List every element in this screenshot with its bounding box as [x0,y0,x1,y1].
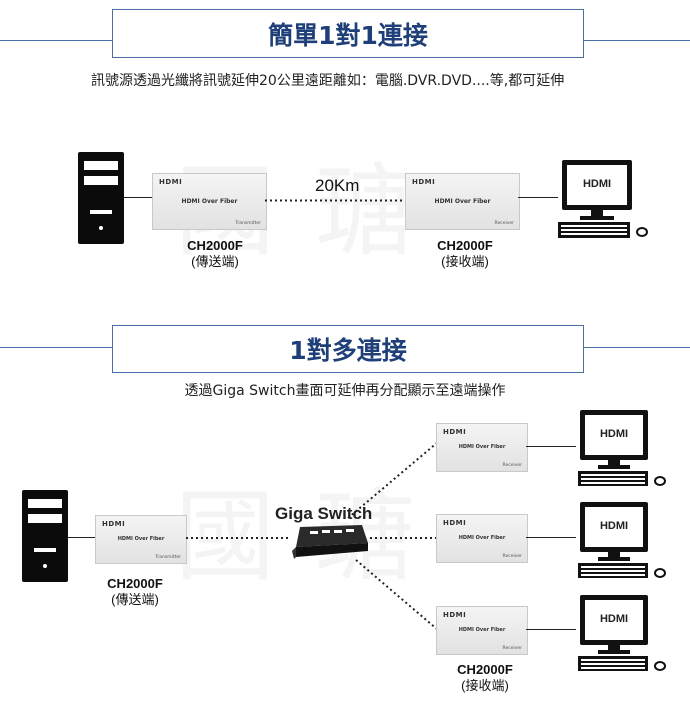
receiver-device: HDMI HDMI Over Fiber Receiver [405,173,520,230]
section1-title: 簡單1對1連接 [112,9,584,58]
hdmi-logo: HDMI [443,519,467,527]
transmitter-model-label: (傳送端) [191,254,239,269]
device-role: Receiver [502,554,522,559]
monitor-screen-text: HDMI [599,613,629,625]
transmitter-model: CH2000F (傳送端) [160,238,270,270]
device-name: HDMI Over Fiber [458,535,506,541]
monitor-screen-text: HDMI [599,428,629,440]
pc-tower-icon [78,152,124,244]
monitor-cable [526,446,576,447]
hdmi-logo: HDMI [102,520,126,528]
section1-rule-right [582,40,690,41]
giga-switch-icon [292,525,368,559]
device-name: HDMI Over Fiber [458,444,506,450]
monitor-icon [558,160,648,238]
receiver-model-label: (接收端) [441,254,489,269]
fiber-link [265,199,405,202]
distance-label: 20Km [315,176,360,195]
receiver-model: CH2000F (接收端) [430,662,540,694]
receiver-model-label: (接收端) [461,678,509,693]
monitor-cable [526,629,576,630]
pc-cable [68,537,96,538]
receiver-model: CH2000F (接收端) [410,238,520,270]
device-role: Receiver [502,646,522,651]
receiver-model-name: CH2000F [457,662,513,677]
section2-title: 1對多連接 [112,325,584,373]
monitor-icon: HDMI [578,410,673,490]
receiver-model-name: CH2000F [437,238,493,253]
monitor-screen-text: HDMI [582,178,612,190]
hdmi-logo: HDMI [443,428,467,436]
device-role: Receiver [494,221,514,226]
monitor-icon [578,595,666,671]
transmitter-model-name: CH2000F [107,576,163,591]
device-role: Transmitter [155,555,181,560]
transmitter-device: HDMI HDMI Over Fiber Transmitter [95,515,187,564]
monitor-screen-text: HDMI [599,520,629,532]
giga-switch-label: Giga Switch [275,504,373,523]
hdmi-logo: HDMI [412,178,436,186]
transmitter-model: CH2000F (傳送端) [85,576,185,608]
receiver-device: HDMI HDMI Over Fiber Receiver [436,514,528,563]
pc-cable [124,197,154,198]
transmitter-model-name: CH2000F [187,238,243,253]
hdmi-logo: HDMI [159,178,183,186]
device-name: HDMI Over Fiber [117,536,165,542]
transmitter-model-label: (傳送端) [111,592,159,607]
device-role: Receiver [502,463,522,468]
hdmi-logo: HDMI [443,611,467,619]
monitor-cable [526,537,576,538]
device-name: HDMI Over Fiber [434,198,491,205]
monitor-icon [578,410,666,486]
monitor-cable [518,197,558,198]
device-name: HDMI Over Fiber [181,198,238,205]
monitor-icon: HDMI [578,502,673,582]
pc-tower-icon [22,490,68,582]
receiver-device: HDMI HDMI Over Fiber Receiver [436,423,528,472]
section1-description: 訊號源透過光纖將訊號延伸20公里遠距離如：電腦.DVR.DVD....等,都可延… [91,73,565,89]
watermark-bottom: 國瑭 [175,455,455,600]
section2-description: 透過Giga Switch畫面可延伸再分配顯示至遠端操作 [184,383,506,399]
section1-rule-left [0,40,112,41]
device-role: Transmitter [235,221,261,226]
section2-rule-right [582,347,690,348]
monitor-icon [578,502,666,578]
receiver-device: HDMI HDMI Over Fiber Receiver [436,606,528,655]
device-name: HDMI Over Fiber [458,627,506,633]
monitor-icon: HDMI [578,595,673,675]
section2-rule-left [0,347,112,348]
monitor-icon: HDMI [558,160,658,242]
transmitter-device: HDMI HDMI Over Fiber Transmitter [152,173,267,230]
